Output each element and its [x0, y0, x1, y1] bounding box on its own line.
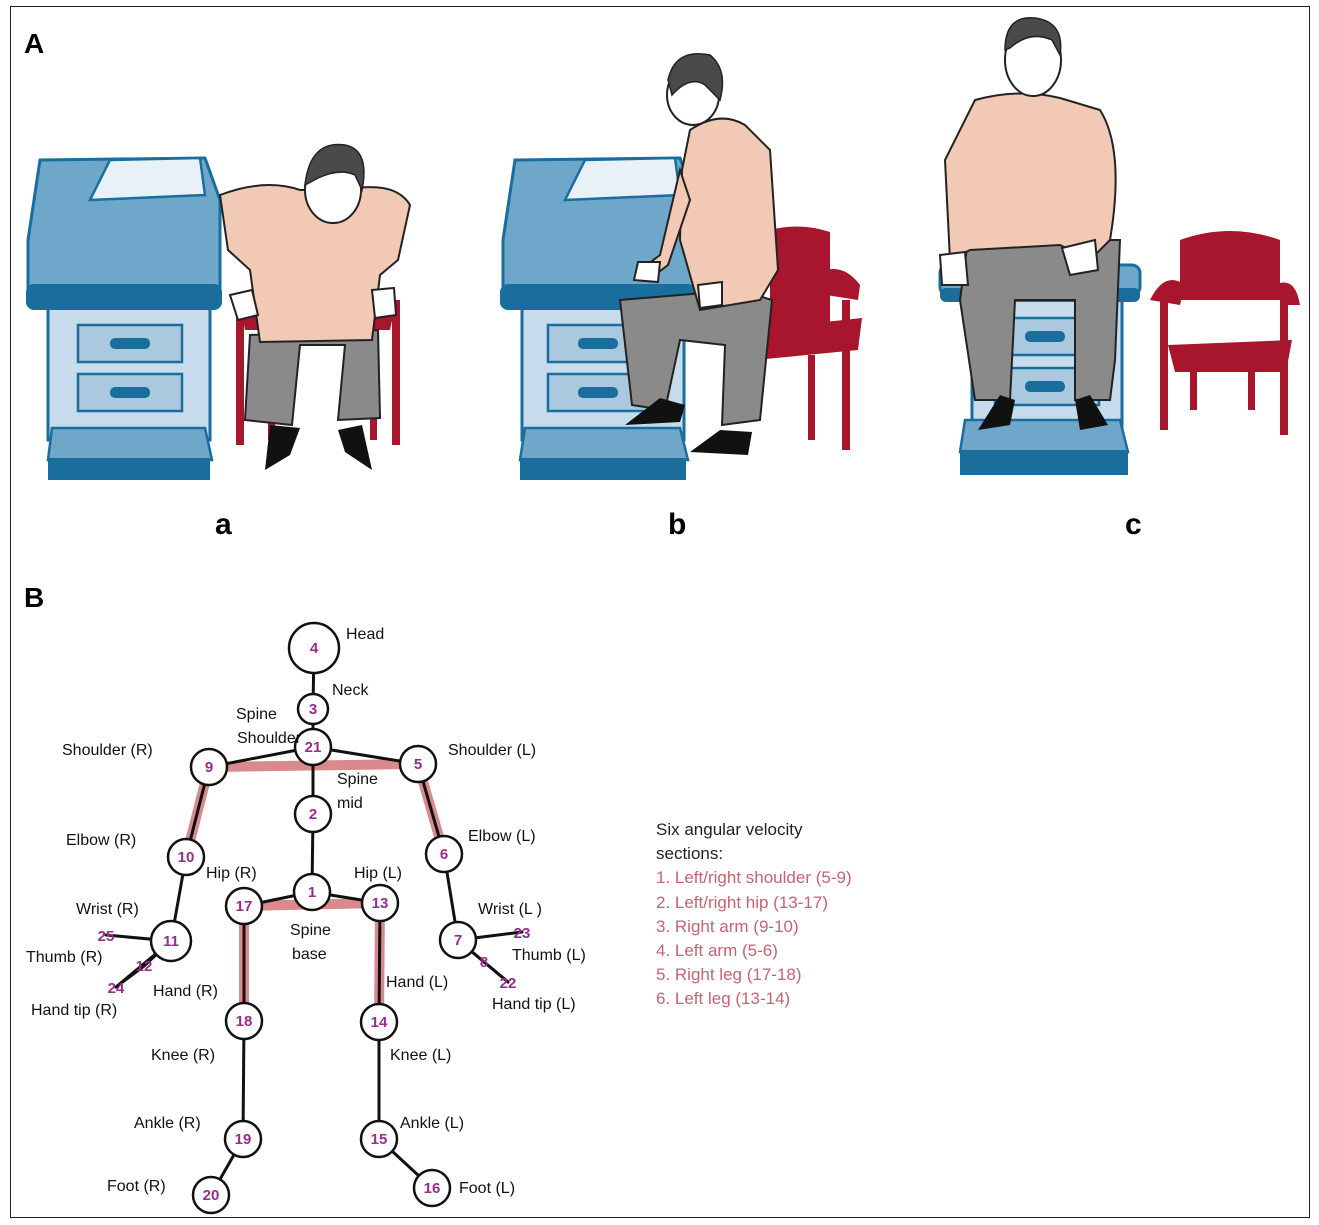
joint-label-22: Hand tip (L) [492, 996, 576, 1013]
joint-number-5: 5 [414, 756, 422, 773]
joint-number-15: 15 [371, 1131, 388, 1148]
legend-item-shoulder: 1. Left/right shoulder (5-9) [656, 866, 852, 890]
joint-number-21: 21 [305, 739, 322, 756]
joint-number-10: 10 [178, 849, 195, 866]
joint-label-21-line-2: Shoulder [237, 730, 302, 747]
joint-label-15: Ankle (L) [400, 1115, 464, 1132]
joint-label-25: Thumb (R) [26, 949, 102, 966]
legend-item-left-arm: 4. Left arm (5-6) [656, 939, 852, 963]
scene-a [26, 145, 410, 481]
person-a [220, 145, 410, 471]
joint-label-1-line-2: base [292, 946, 327, 963]
joint-label-12: Hand (R) [153, 983, 218, 1000]
joint-number-11: 11 [163, 933, 179, 950]
exam-table-a [26, 158, 222, 480]
legend-item-hip: 2. Left/right hip (13-17) [656, 891, 852, 915]
joint-label-1-line-1: Spine [290, 922, 331, 939]
scene-c [940, 18, 1300, 475]
joint-number-2: 2 [309, 806, 317, 823]
joint-number-12: 12 [136, 958, 153, 975]
joint-label-6: Elbow (L) [468, 828, 536, 845]
joint-label-4: Head [346, 626, 384, 643]
scene-b [500, 54, 862, 480]
joint-label-5: Shoulder (L) [448, 742, 536, 759]
legend-item-left-leg: 6. Left leg (13-14) [656, 987, 852, 1011]
legend-title-line-2: sections: [656, 842, 852, 866]
joint-number-23: 23 [514, 925, 531, 942]
joint-number-16: 16 [424, 1180, 441, 1197]
joint-label-20: Foot (R) [107, 1178, 166, 1195]
joint-number-7: 7 [454, 932, 462, 949]
legend-title-line-1: Six angular velocity [656, 818, 852, 842]
joint-number-20: 20 [203, 1187, 220, 1204]
joint-number-17: 17 [236, 898, 253, 915]
joint-label-2-line-2: mid [337, 795, 363, 812]
joint-number-8: 8 [480, 954, 488, 971]
joint-number-9: 9 [205, 759, 213, 776]
joint-label-13: Hip (L) [354, 865, 402, 882]
joint-number-6: 6 [440, 846, 448, 863]
joint-label-14: Knee (L) [390, 1047, 451, 1064]
angular-velocity-legend: Six angular velocity sections: 1. Left/r… [656, 818, 852, 1012]
joint-number-4: 4 [310, 640, 319, 657]
joint-label-3: Neck [332, 682, 369, 699]
joint-number-3: 3 [309, 701, 317, 718]
joint-label-16: Foot (L) [459, 1180, 515, 1197]
joint-label-9: Shoulder (R) [62, 742, 153, 759]
joint-label-19: Ankle (R) [134, 1115, 201, 1132]
joint-number-19: 19 [235, 1131, 252, 1148]
joint-number-18: 18 [236, 1013, 253, 1030]
joint-number-13: 13 [372, 895, 389, 912]
joint-label-2-line-1: Spine [337, 771, 378, 788]
joint-number-1: 1 [308, 884, 316, 901]
sit-to-stand-illustrations [0, 0, 1319, 560]
joint-number-14: 14 [371, 1014, 388, 1031]
chair-c [1150, 231, 1300, 435]
joint-number-25: 25 [98, 928, 115, 945]
joint-number-24: 24 [108, 980, 125, 997]
skeleton-diagram: 1234567891011121314151617181920212223242… [0, 560, 660, 1220]
joint-label-10: Elbow (R) [66, 832, 136, 849]
joint-label-23: Thumb (L) [512, 947, 586, 964]
joint-label-17: Hip (R) [206, 865, 257, 882]
joint-number-22: 22 [500, 975, 517, 992]
joint-label-7: Wrist (L ) [478, 901, 542, 918]
joint-label-18: Knee (R) [151, 1047, 215, 1064]
legend-item-right-arm: 3. Right arm (9-10) [656, 915, 852, 939]
legend-item-right-leg: 5. Right leg (17-18) [656, 963, 852, 987]
joint-label-11: Wrist (R) [76, 901, 139, 918]
joint-label-24: Hand tip (R) [31, 1002, 117, 1019]
joint-label-21-line-1: Spine [236, 706, 277, 723]
joint-label-8: Hand (L) [386, 974, 448, 991]
